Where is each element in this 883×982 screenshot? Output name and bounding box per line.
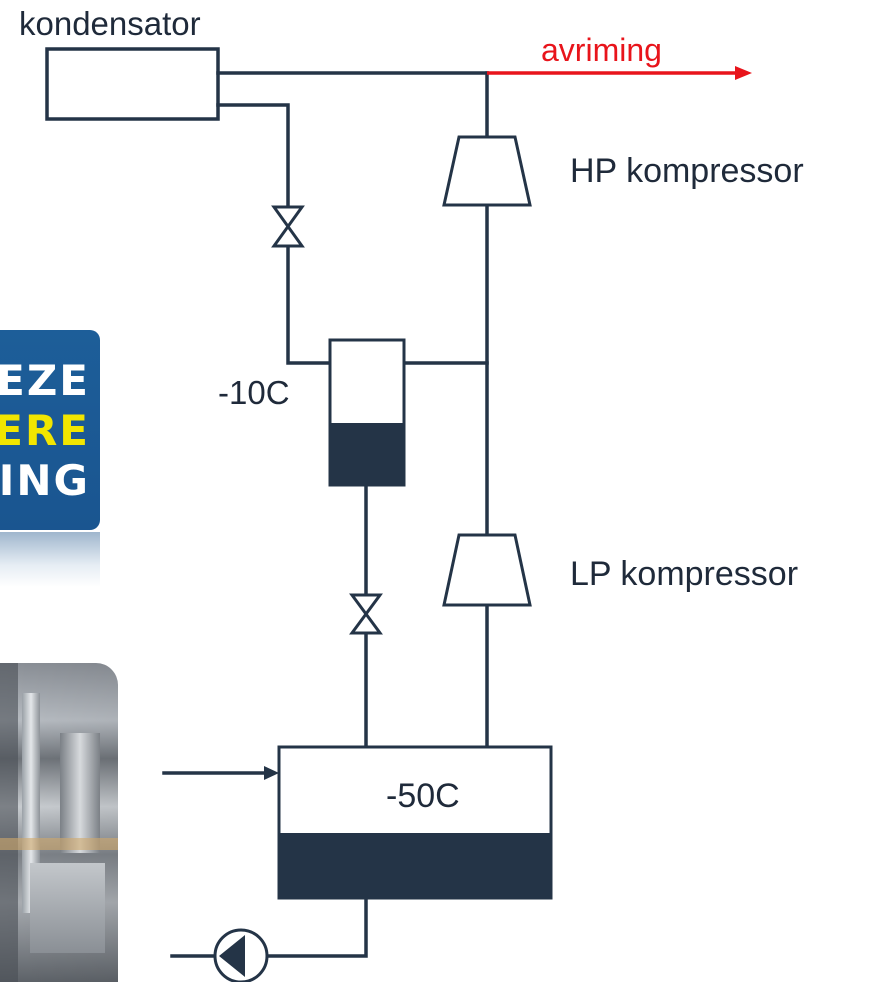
brand-logo: EZE ERE ING xyxy=(0,330,100,530)
expansion-valve-lower xyxy=(349,593,383,635)
separator-temp-label: -50C xyxy=(386,777,460,815)
hp-compressor-label: HP kompressor xyxy=(570,152,804,190)
hp-compressor xyxy=(442,135,532,207)
pump-suction-line xyxy=(265,896,368,958)
logo-reflection: ING xyxy=(0,532,100,587)
receiver-temp-label: -10C xyxy=(218,374,290,411)
liquid-line-lower xyxy=(286,244,334,365)
receiver-liquid xyxy=(330,423,404,485)
equipment-photo xyxy=(0,663,118,982)
logo-line-1: EZE xyxy=(0,356,90,405)
pump-triangle xyxy=(219,935,245,977)
defrost-label: avriming xyxy=(541,32,662,68)
condenser-box xyxy=(45,47,220,121)
condenser-label: kondensator xyxy=(19,5,201,42)
logo-line-2: ERE xyxy=(0,406,90,455)
separator-liquid xyxy=(279,833,551,898)
lp-compressor-label: LP kompressor xyxy=(570,555,799,593)
logo-line-3: ING xyxy=(0,456,90,505)
lp-compressor xyxy=(442,533,532,607)
return-arrow-head xyxy=(264,766,279,780)
expansion-valve-upper xyxy=(271,205,305,248)
defrost-arrow-head xyxy=(735,66,752,80)
liquid-line xyxy=(216,103,290,209)
